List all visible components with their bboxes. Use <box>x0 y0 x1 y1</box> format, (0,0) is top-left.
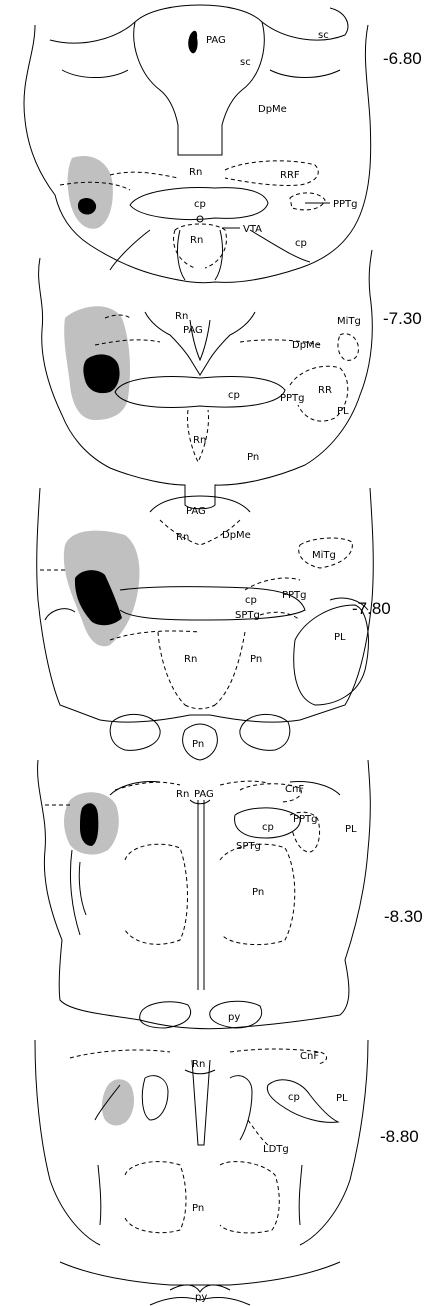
section-2-label-pag: PAG <box>183 325 203 336</box>
section-4-label-pag: PAG <box>194 789 214 800</box>
section-1-ventral-lines <box>110 230 310 280</box>
section-3-label-rn-b: Rn <box>184 654 197 665</box>
section-4-py-left <box>140 1002 191 1028</box>
section-5-label-pl: PL <box>336 1093 348 1104</box>
section-2-dashed-borders <box>95 315 320 345</box>
section-3-label-cp: cp <box>245 595 257 606</box>
section-5-right-lobe <box>230 1076 252 1140</box>
section-1-pag-lesion <box>188 31 197 54</box>
section-5-label-pn: Pn <box>192 1203 204 1214</box>
section-4-midline <box>190 800 210 990</box>
section-5: CnF Rn cp PL LDTg Pn py -8.80 <box>35 1040 419 1305</box>
section-4: Rn PAG CnF PPTg cp PL SPTg Pn py -8.30 <box>38 760 423 1029</box>
section-2-label-rn-a: Rn <box>175 311 188 322</box>
section-3-label-sptg: SPTg <box>235 610 260 621</box>
section-3-label-mitg: MiTg <box>312 550 336 561</box>
section-3-label-pag: PAG <box>186 506 206 517</box>
section-2: Rn PAG MiTg DpMe cp PPTg RR PL Rn Pn -7.… <box>39 250 422 509</box>
section-1-label-vta: VTA <box>243 224 262 235</box>
section-4-coordinate: -8.30 <box>384 907 423 926</box>
section-2-mitg <box>338 334 358 361</box>
section-5-label-cp: cp <box>288 1092 300 1103</box>
section-1: sc sc PAG DpMe Rn RRF PPTg cp Rn VTA cp … <box>24 5 422 283</box>
section-4-label-sptg: SPTg <box>236 841 261 852</box>
section-1-superior-colliculus <box>134 5 264 155</box>
section-4-label-cnf: CnF <box>285 784 304 795</box>
section-1-label-cp-a: cp <box>194 199 206 210</box>
section-3-label-dpme: DpMe <box>222 530 251 541</box>
section-2-label-pptg: PPTg <box>280 393 305 404</box>
section-3-label-pptg: PPTg <box>282 590 307 601</box>
section-1-label-pag: PAG <box>206 35 226 46</box>
section-4-label-py: py <box>228 1012 240 1023</box>
section-1-label-pptg: PPTg <box>333 199 358 210</box>
section-5-label-rn: Rn <box>192 1059 205 1070</box>
section-4-label-rn: Rn <box>176 789 189 800</box>
section-3-coordinate: -7.80 <box>352 599 391 618</box>
section-5-label-py: py <box>195 1292 207 1303</box>
section-2-lesion-core <box>83 354 119 393</box>
section-2-label-pn: Pn <box>247 452 259 463</box>
section-1-label-cp-b: cp <box>295 238 307 249</box>
section-4-label-pn: Pn <box>252 887 264 898</box>
section-4-lesion-core <box>80 803 98 846</box>
section-4-label-pl: PL <box>345 824 357 835</box>
section-5-label-ldtg: LDTg <box>263 1144 289 1155</box>
section-4-pn-lobes <box>125 844 295 944</box>
section-2-label-mitg: MiTg <box>337 316 361 327</box>
section-1-pptg <box>290 193 325 210</box>
section-1-label-sc-a: sc <box>318 30 329 41</box>
section-1-rrf <box>225 161 318 186</box>
section-5-label-cnf: CnF <box>300 1051 319 1062</box>
section-1-label-rrf: RRF <box>280 170 300 181</box>
section-2-label-rr: RR <box>318 385 332 396</box>
section-3-pl-ventral <box>294 605 369 705</box>
section-3: PAG Rn DpMe MiTg cp PPTg SPTg PL Rn Pn P… <box>37 488 391 760</box>
section-2-aqueduct-region <box>145 312 255 375</box>
section-3-label-pl: PL <box>334 632 346 643</box>
section-1-label-dpme: DpMe <box>258 104 287 115</box>
section-1-label-rn-b: Rn <box>190 235 203 246</box>
section-3-label-pn-a: Pn <box>250 654 262 665</box>
section-4-label-pptg: PPTg <box>293 814 318 825</box>
section-5-midline <box>185 1060 215 1145</box>
section-5-left-lobe <box>142 1076 168 1120</box>
section-2-label-cp: cp <box>228 390 240 401</box>
section-2-coordinate: -7.30 <box>383 309 422 328</box>
section-1-label-sc-b: sc <box>240 57 251 68</box>
section-2-label-pl: PL <box>337 406 349 417</box>
section-4-lateral-lines <box>70 850 86 935</box>
section-5-cp <box>267 1080 338 1123</box>
section-5-ldtg <box>248 1120 268 1145</box>
section-3-cerebral-peduncle <box>120 587 305 620</box>
section-1-coordinate: -6.80 <box>383 49 422 68</box>
section-4-label-cp: cp <box>262 822 274 833</box>
section-5-outline <box>35 1040 368 1245</box>
section-2-cerebral-peduncle <box>115 377 285 408</box>
section-5-lateral-lines <box>98 1165 302 1225</box>
section-3-central-body <box>110 631 245 709</box>
section-1-label-rn-a: Rn <box>189 167 202 178</box>
section-3-label-rn-a: Rn <box>176 532 189 543</box>
section-5-pn-lobes <box>125 1162 279 1233</box>
section-2-label-dpme: DpMe <box>292 340 321 351</box>
section-2-label-rn-b: Rn <box>193 435 206 446</box>
section-5-coordinate: -8.80 <box>380 1127 419 1146</box>
section-1-lesion-extent <box>68 156 113 229</box>
section-3-label-pn-b: Pn <box>192 739 204 750</box>
section-1-sc-lobes <box>50 8 348 78</box>
